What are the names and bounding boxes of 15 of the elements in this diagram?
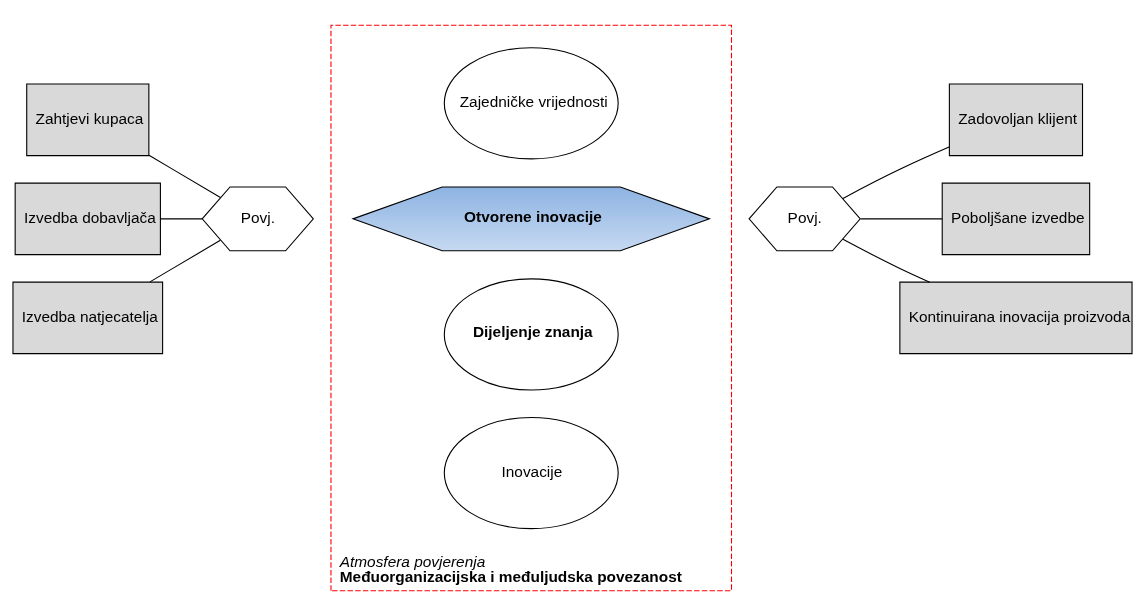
node-box: Izvedba dobavljača bbox=[14, 182, 161, 256]
node-ellipse: Inovacije bbox=[443, 416, 619, 530]
connector bbox=[160, 218, 203, 220]
node-box: Izvedba natjecatelja bbox=[12, 281, 164, 355]
connector bbox=[148, 154, 221, 198]
node-ellipse: Dijeljenje znanja bbox=[443, 278, 619, 391]
connector bbox=[842, 238, 931, 283]
node-box: Kontinuirana inovacija proizvoda bbox=[899, 281, 1133, 355]
node-box: Zahtjevi kupaca bbox=[26, 83, 150, 157]
node-ellipse: Zajedničke vrijednosti bbox=[443, 47, 619, 160]
connector bbox=[149, 239, 221, 283]
node-box: Zadovoljan klijent bbox=[948, 83, 1084, 157]
connector bbox=[842, 146, 950, 199]
connector bbox=[860, 218, 943, 220]
node-box: Poboljšane izvedbe bbox=[941, 182, 1091, 256]
